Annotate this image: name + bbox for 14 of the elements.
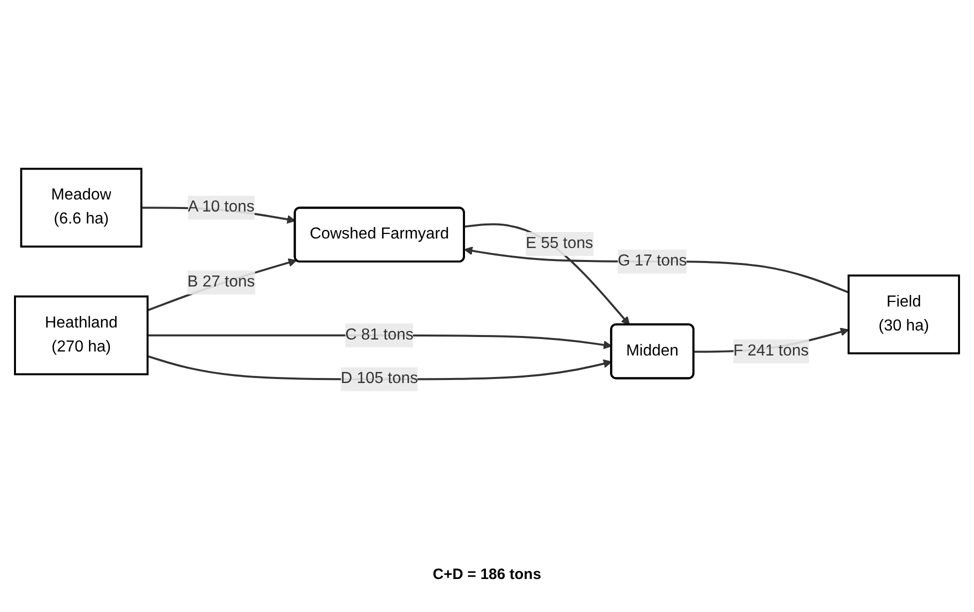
edge-label: A 10 tons <box>188 198 254 216</box>
edge-label: E 55 tons <box>526 234 594 252</box>
node-box: Field (30 ha) <box>848 274 960 354</box>
edge-label: F 241 tons <box>733 342 809 360</box>
edge-label: C 81 tons <box>345 326 414 344</box>
flow-note: C+D = 186 tons <box>432 566 542 583</box>
node-box: Heathland (270 ha) <box>14 295 149 376</box>
arrow <box>147 258 297 312</box>
arrow <box>464 246 849 294</box>
node-box: Meadow (6.6 ha) <box>20 168 142 248</box>
edge-label: D 105 tons <box>340 370 418 388</box>
arrow <box>464 223 630 326</box>
edge-label: B 27 tons <box>187 274 255 290</box>
edge-label: G 17 tons <box>618 252 687 270</box>
